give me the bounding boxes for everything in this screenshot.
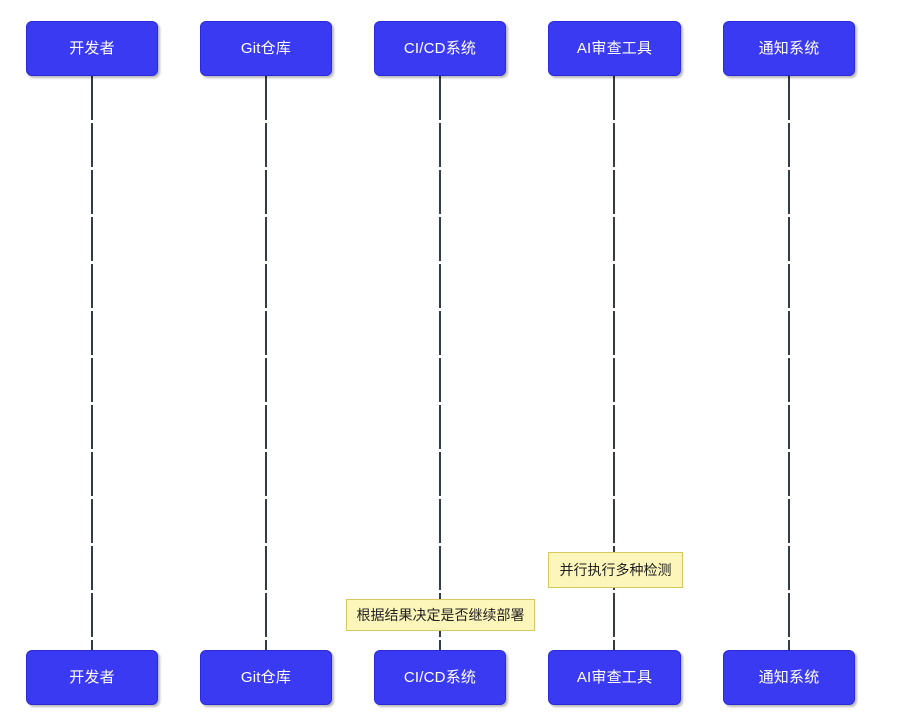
participant-label: 开发者 bbox=[69, 39, 115, 57]
participant-label: 开发者 bbox=[69, 668, 115, 686]
participant-box-top-developer[interactable]: 开发者 bbox=[26, 21, 158, 76]
note-note-deploy-decision: 根据结果决定是否继续部署 bbox=[346, 599, 535, 631]
lifeline-cicd-system bbox=[439, 76, 441, 650]
participant-box-top-ai-review-tool[interactable]: AI审查工具 bbox=[548, 21, 681, 76]
participant-box-top-git-repo[interactable]: Git仓库 bbox=[200, 21, 332, 76]
participant-box-bottom-cicd-system[interactable]: CI/CD系统 bbox=[374, 650, 506, 705]
participant-label: 通知系统 bbox=[758, 39, 820, 57]
participant-label: AI审查工具 bbox=[576, 39, 653, 57]
participant-box-top-cicd-system[interactable]: CI/CD系统 bbox=[374, 21, 506, 76]
participant-label: CI/CD系统 bbox=[403, 39, 477, 57]
note-label: 并行执行多种检测 bbox=[559, 561, 672, 578]
participant-box-bottom-developer[interactable]: 开发者 bbox=[26, 650, 158, 705]
lifeline-developer bbox=[91, 76, 93, 650]
participant-box-bottom-ai-review-tool[interactable]: AI审查工具 bbox=[548, 650, 681, 705]
lifeline-git-repo bbox=[265, 76, 267, 650]
participant-label: Git仓库 bbox=[240, 39, 292, 57]
participant-label: 通知系统 bbox=[758, 668, 820, 686]
participant-box-bottom-notification-system[interactable]: 通知系统 bbox=[723, 650, 855, 705]
participant-box-bottom-git-repo[interactable]: Git仓库 bbox=[200, 650, 332, 705]
lifeline-ai-review-tool bbox=[613, 76, 615, 650]
participant-label: Git仓库 bbox=[240, 668, 292, 686]
participant-box-top-notification-system[interactable]: 通知系统 bbox=[723, 21, 855, 76]
note-note-parallel-checks: 并行执行多种检测 bbox=[548, 552, 683, 588]
note-label: 根据结果决定是否继续部署 bbox=[356, 606, 525, 623]
lifeline-notification-system bbox=[788, 76, 790, 650]
participant-label: AI审查工具 bbox=[576, 668, 653, 686]
participant-label: CI/CD系统 bbox=[403, 668, 477, 686]
